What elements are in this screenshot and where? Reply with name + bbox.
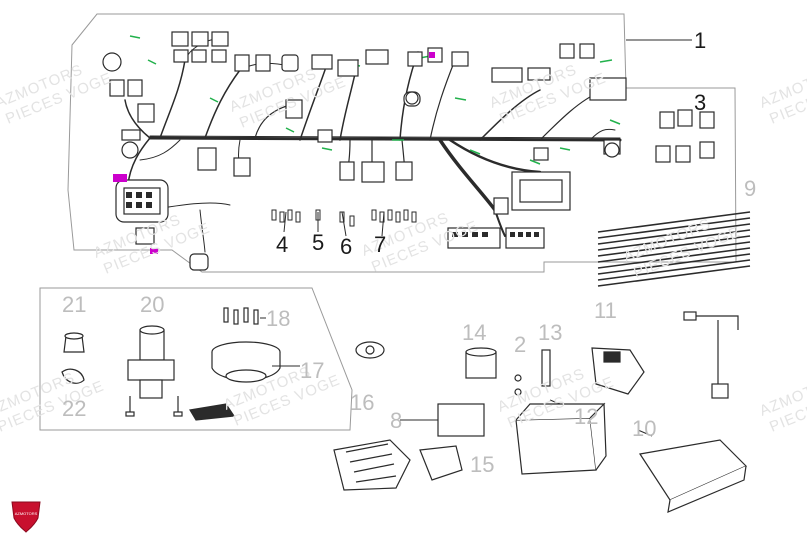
callout-2: 2 [514,332,526,357]
callout-3: 3 [694,90,706,115]
callout-11: 11 [594,298,617,323]
ignition-parts [61,307,385,421]
callout-21: 21 [62,292,86,317]
callout-16: 16 [350,390,374,415]
callout-9: 9 [744,176,756,201]
callout-12: 12 [574,404,598,429]
callout-4: 4 [276,232,288,257]
callout-14: 14 [462,320,486,345]
leader-lines [260,39,692,437]
callout-numbers: 1 2 3 4 5 6 7 8 9 10 11 12 13 14 15 16 1… [62,28,756,477]
callout-20: 20 [140,292,164,317]
electrical-parts [333,311,748,513]
ignition-panel [39,287,353,431]
round-connectors [102,52,620,159]
harness-panel [67,13,737,273]
callout-13: 13 [538,320,562,345]
relays [655,109,715,163]
callout-22: 22 [62,396,86,421]
callout-1: 1 [694,28,706,53]
callout-15: 15 [470,452,494,477]
wire-bundle [597,211,751,287]
terminals [271,209,417,227]
azmotors-logo: AZMOTORS [11,501,41,533]
logo-text: AZMOTORS [15,511,38,516]
callout-18: 18 [266,306,290,331]
callout-10: 10 [632,416,656,441]
callout-6: 6 [340,234,352,259]
callout-8: 8 [390,408,402,433]
magenta-connectors [113,52,435,254]
callout-7: 7 [374,232,386,257]
callout-5: 5 [312,230,324,255]
connector-pins [126,192,539,237]
callout-17: 17 [300,358,324,383]
